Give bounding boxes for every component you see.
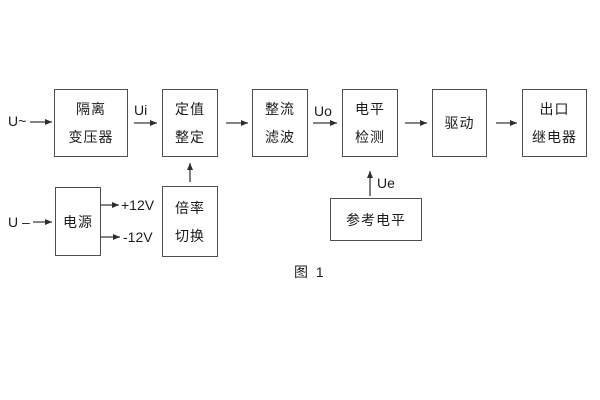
block-label: 参考电平 <box>346 211 406 228</box>
label-minus-12v: -12V <box>123 229 153 245</box>
block-label: 滤波 <box>265 129 295 145</box>
block-label: 倍率 <box>175 199 205 216</box>
block-power-supply: 电源 <box>55 187 101 256</box>
block-label: 电源 <box>63 213 93 230</box>
label-uo: Uo <box>314 103 332 119</box>
figure-caption: 图 1 <box>294 264 326 280</box>
block-value-setting: 定值 整定 <box>162 89 218 157</box>
block-label: 电平 <box>355 101 385 117</box>
label-plus-12v: +12V <box>121 197 155 213</box>
block-label: 切换 <box>175 227 205 244</box>
block-label: 检测 <box>355 129 385 145</box>
label-ac-input: U~ <box>8 113 27 129</box>
block-rectifier-filter: 整流 滤波 <box>252 89 308 157</box>
label-dc-input: U – <box>8 214 30 230</box>
label-ue: Ue <box>377 175 395 191</box>
block-label: 驱动 <box>444 115 475 131</box>
block-label: 隔离 <box>76 101 106 117</box>
block-label: 整流 <box>265 101 295 117</box>
block-driver: 驱动 <box>432 89 487 157</box>
block-output-relay: 出口 继电器 <box>522 89 587 157</box>
block-label: 定值 <box>175 101 205 117</box>
label-ui: Ui <box>134 102 148 118</box>
block-label: 继电器 <box>532 129 577 145</box>
block-label: 变压器 <box>68 129 114 145</box>
block-reference-level: 参考电平 <box>330 198 422 241</box>
block-isolation-transformer: 隔离 变压器 <box>54 89 128 157</box>
block-label: 整定 <box>175 129 205 145</box>
block-level-detection: 电平 检测 <box>342 89 398 157</box>
block-label: 出口 <box>539 101 570 117</box>
block-ratio-switching: 倍率 切换 <box>162 186 218 257</box>
